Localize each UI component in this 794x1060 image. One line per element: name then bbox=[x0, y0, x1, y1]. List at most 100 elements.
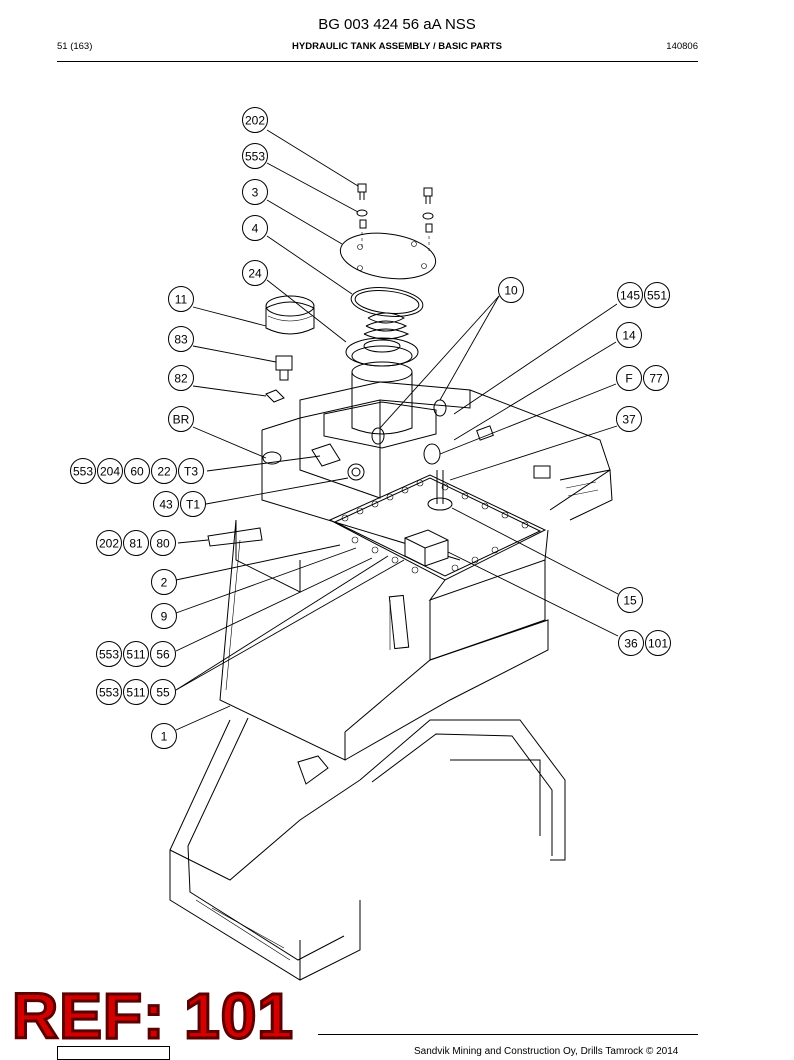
callout-bubble: 2 bbox=[151, 569, 177, 595]
callout-circle bbox=[123, 641, 149, 667]
callout-circle bbox=[168, 286, 194, 312]
callout-bubble: 82 bbox=[168, 365, 194, 391]
callout-bubble: 553 bbox=[70, 458, 96, 484]
callout-bubble: 202 bbox=[96, 530, 122, 556]
callout-bubble: 83 bbox=[168, 326, 194, 352]
callout-circle bbox=[151, 569, 177, 595]
callout-circle bbox=[168, 365, 194, 391]
tank-assembly-illustration bbox=[169, 183, 613, 981]
callout-label: 80 bbox=[156, 537, 170, 551]
callout-bubble: 10 bbox=[498, 277, 524, 303]
callout-bubble: 11 bbox=[168, 286, 194, 312]
callout-label: 55 bbox=[156, 686, 170, 700]
callout-bubble: 553 bbox=[96, 641, 122, 667]
callout-label: BR bbox=[173, 413, 190, 427]
callout-label: 83 bbox=[174, 333, 188, 347]
callout-circle bbox=[168, 326, 194, 352]
date-code: 140806 bbox=[666, 41, 698, 52]
callout-circle bbox=[617, 587, 643, 613]
callout-circle bbox=[168, 406, 194, 432]
callout-circle bbox=[616, 322, 642, 348]
callout-bubble: 56 bbox=[150, 641, 176, 667]
callout-label: 82 bbox=[174, 372, 188, 386]
callout-label: 10 bbox=[504, 284, 518, 298]
callout-bubble: 3 bbox=[242, 179, 268, 205]
callout-bubble: 202 bbox=[242, 107, 268, 133]
callout-circle bbox=[178, 458, 204, 484]
callout-label: 1 bbox=[161, 730, 168, 744]
callout-label: 36 bbox=[624, 637, 638, 651]
callout-bubble: 511 bbox=[123, 679, 149, 705]
callout-bubble: 553 bbox=[242, 143, 268, 169]
callout-label: 56 bbox=[156, 648, 170, 662]
callout-label: 511 bbox=[126, 648, 145, 662]
callout-bubble: 101 bbox=[645, 630, 671, 656]
callout-bubble: T3 bbox=[178, 458, 204, 484]
callout-label: 15 bbox=[623, 594, 637, 608]
reference-stamp: REF: 101 bbox=[11, 980, 295, 1052]
callout-bubble: 1 bbox=[151, 723, 177, 749]
section-title: HYDRAULIC TANK ASSEMBLY / BASIC PARTS bbox=[292, 41, 502, 52]
footer-copyright: Sandvik Mining and Construction Oy, Dril… bbox=[414, 1046, 679, 1057]
callout-bubble: 9 bbox=[151, 603, 177, 629]
callout-label: 9 bbox=[161, 610, 168, 624]
callout-circle bbox=[643, 365, 669, 391]
footer-rule bbox=[318, 1034, 698, 1035]
callout-circle bbox=[617, 282, 643, 308]
callout-circle bbox=[498, 277, 524, 303]
callout-bubble: 81 bbox=[123, 530, 149, 556]
callout-bubble: 36 bbox=[618, 630, 644, 656]
callout-circle bbox=[123, 679, 149, 705]
callout-circle bbox=[96, 530, 122, 556]
callout-circle bbox=[618, 630, 644, 656]
callout-label: 43 bbox=[159, 498, 173, 512]
callout-label: F bbox=[625, 372, 632, 386]
callout-circle bbox=[153, 491, 179, 517]
callout-label: 37 bbox=[622, 413, 636, 427]
callout-label: 81 bbox=[129, 537, 143, 551]
callout-circle bbox=[645, 630, 671, 656]
callout-label: 511 bbox=[126, 686, 145, 700]
callout-circle bbox=[150, 679, 176, 705]
callout-circle bbox=[96, 679, 122, 705]
callout-circle bbox=[150, 530, 176, 556]
document-number: BG 003 424 56 aA NSS bbox=[318, 16, 476, 33]
callout-bubble: F bbox=[616, 365, 642, 391]
callout-label: 553 bbox=[245, 150, 265, 164]
callout-bubble: 553 bbox=[96, 679, 122, 705]
callout-bubble: 4 bbox=[242, 215, 268, 241]
callout-bubble: 77 bbox=[643, 365, 669, 391]
callout-circle bbox=[644, 282, 670, 308]
callout-circle bbox=[616, 365, 642, 391]
callout-label: T3 bbox=[184, 465, 198, 479]
callout-label: 4 bbox=[252, 222, 259, 236]
callout-label: 202 bbox=[99, 537, 119, 551]
callout-circle bbox=[151, 458, 177, 484]
callout-circle bbox=[180, 491, 206, 517]
callout-label: 204 bbox=[100, 465, 120, 479]
callout-label: 3 bbox=[252, 186, 259, 200]
callout-circle bbox=[242, 107, 268, 133]
callout-circle bbox=[150, 641, 176, 667]
callout-circle bbox=[242, 260, 268, 286]
callout-bubble: 22 bbox=[151, 458, 177, 484]
callout-bubble: 37 bbox=[616, 406, 642, 432]
callout-circle bbox=[96, 641, 122, 667]
callout-circle bbox=[242, 179, 268, 205]
callout-bubble: 551 bbox=[644, 282, 670, 308]
callout-label: 551 bbox=[647, 289, 667, 303]
callout-circle bbox=[151, 603, 177, 629]
callout-label: 101 bbox=[648, 637, 668, 651]
callout-bubble: 60 bbox=[124, 458, 150, 484]
callout-label: 553 bbox=[99, 686, 119, 700]
callout-bubble: 24 bbox=[242, 260, 268, 286]
callout-circle bbox=[123, 530, 149, 556]
callout-label: 14 bbox=[622, 329, 636, 343]
page-reference: 51 (163) bbox=[57, 41, 93, 52]
callout-label: 24 bbox=[248, 267, 262, 281]
callout-bubble: T1 bbox=[180, 491, 206, 517]
callout-bubble: 80 bbox=[150, 530, 176, 556]
callout-label: 22 bbox=[157, 465, 171, 479]
